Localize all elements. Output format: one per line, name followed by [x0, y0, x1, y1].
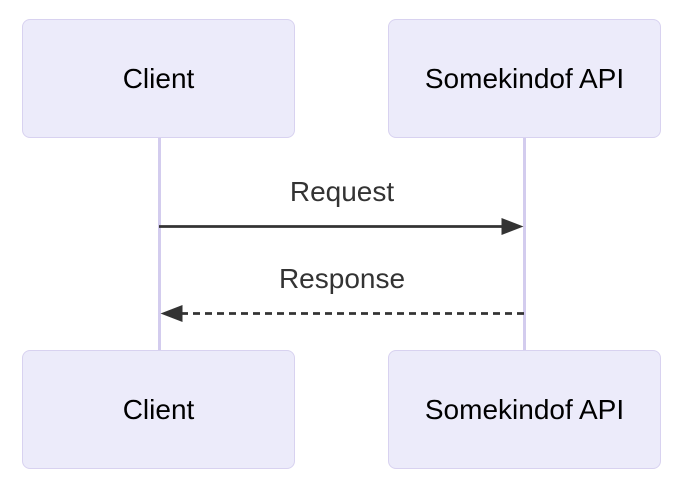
lifeline-client — [157, 138, 161, 350]
actor-box-top-client: Client — [22, 19, 295, 138]
actor-label-api-bottom: Somekindof API — [424, 393, 625, 425]
actor-label-api: Somekindof API — [424, 62, 625, 94]
actor-label-client: Client — [122, 62, 195, 94]
actor-box-bottom-api: Somekindof API — [388, 350, 661, 469]
actor-box-top-api: Somekindof API — [388, 19, 661, 138]
message-label-response: Response — [278, 263, 406, 294]
message-label-request: Request — [289, 176, 395, 207]
response-arrowhead — [160, 305, 183, 322]
request-arrowhead — [501, 218, 524, 235]
actor-label-client-bottom: Client — [122, 393, 195, 425]
lifeline-api — [523, 138, 526, 350]
actor-box-bottom-client: Client — [22, 350, 295, 469]
